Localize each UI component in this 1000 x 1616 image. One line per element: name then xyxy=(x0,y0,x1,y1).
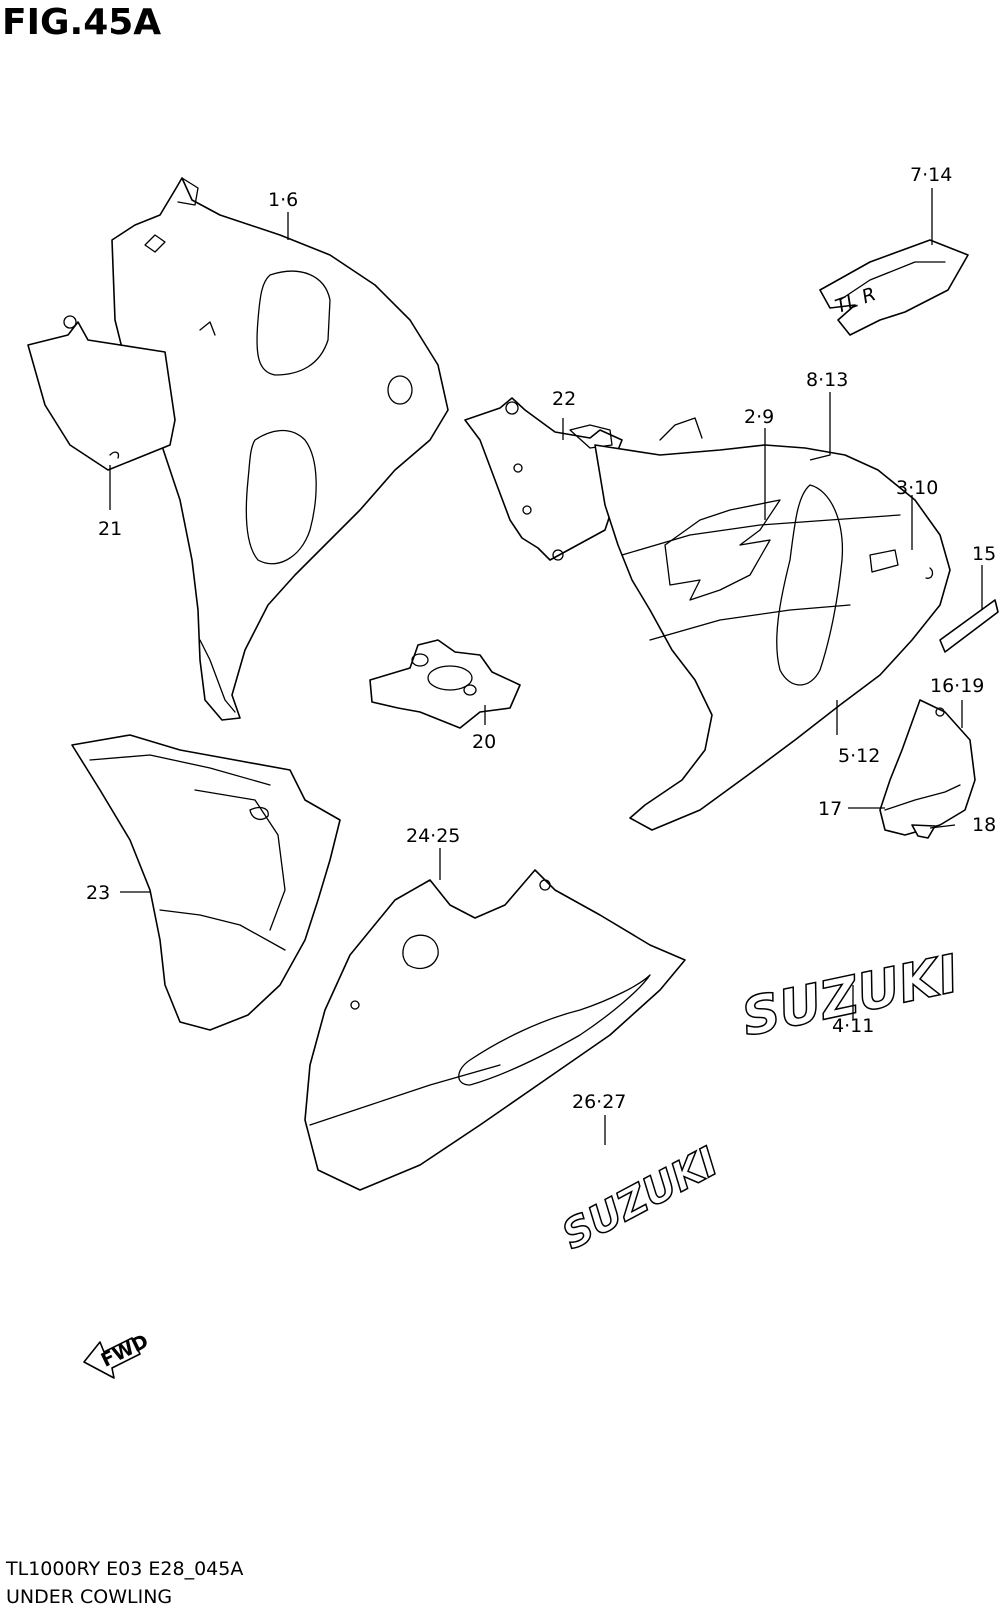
part-inner-cover-23[interactable] xyxy=(71,734,341,1031)
callout-4-11: 4·11 xyxy=(832,1015,874,1037)
fwd-arrow-icon: FWD xyxy=(83,1330,152,1379)
part-grommet-plate-20[interactable] xyxy=(369,639,521,729)
model-code: TL1000RY E03 E28_045A xyxy=(6,1558,244,1580)
callout-5-12: 5·12 xyxy=(838,745,880,767)
callout-16-19: 16·19 xyxy=(930,675,984,697)
part-under-cowling[interactable] xyxy=(304,869,686,1191)
part-inner-panel-21[interactable] xyxy=(27,315,176,471)
fwd-arrow-text: FWD xyxy=(98,1330,152,1372)
callout-7-14: 7·14 xyxy=(910,164,952,186)
part-inner-bracket-22[interactable] xyxy=(464,397,623,561)
callout-2-9: 2·9 xyxy=(744,406,774,428)
section-name: UNDER COWLING xyxy=(6,1586,173,1608)
callout-18: 18 xyxy=(972,814,996,836)
part-clip-18[interactable] xyxy=(911,824,936,839)
suzuki-small-text: SUZUKI xyxy=(555,1139,726,1259)
callout-21: 21 xyxy=(98,518,122,540)
figure-title: FIG.45A xyxy=(2,2,162,43)
callout-17: 17 xyxy=(818,798,842,820)
part-stripe-15[interactable] xyxy=(939,599,999,653)
part-suzuki-decal-small[interactable]: SUZUKI xyxy=(554,1138,726,1259)
leader-lines xyxy=(109,188,983,1145)
part-emblem-panel-16-19[interactable] xyxy=(879,699,976,836)
callout-23: 23 xyxy=(86,882,110,904)
callout-24-25: 24·25 xyxy=(406,825,460,847)
callout-8-13: 8·13 xyxy=(806,369,848,391)
part-tlr-decal[interactable]: TL R xyxy=(819,239,969,336)
part-side-cowling-left[interactable] xyxy=(111,177,449,721)
part-side-cowling-right[interactable] xyxy=(594,417,951,831)
callout-20: 20 xyxy=(472,731,496,753)
callout-1-6: 1·6 xyxy=(268,189,298,211)
callout-3-10: 3·10 xyxy=(896,477,938,499)
callout-labels: 1·6 7·14 8·13 2·9 3·10 22 21 15 16·19 20… xyxy=(86,164,996,1113)
callout-15: 15 xyxy=(972,543,996,565)
callout-22: 22 xyxy=(552,388,576,410)
callout-26-27: 26·27 xyxy=(572,1091,626,1113)
